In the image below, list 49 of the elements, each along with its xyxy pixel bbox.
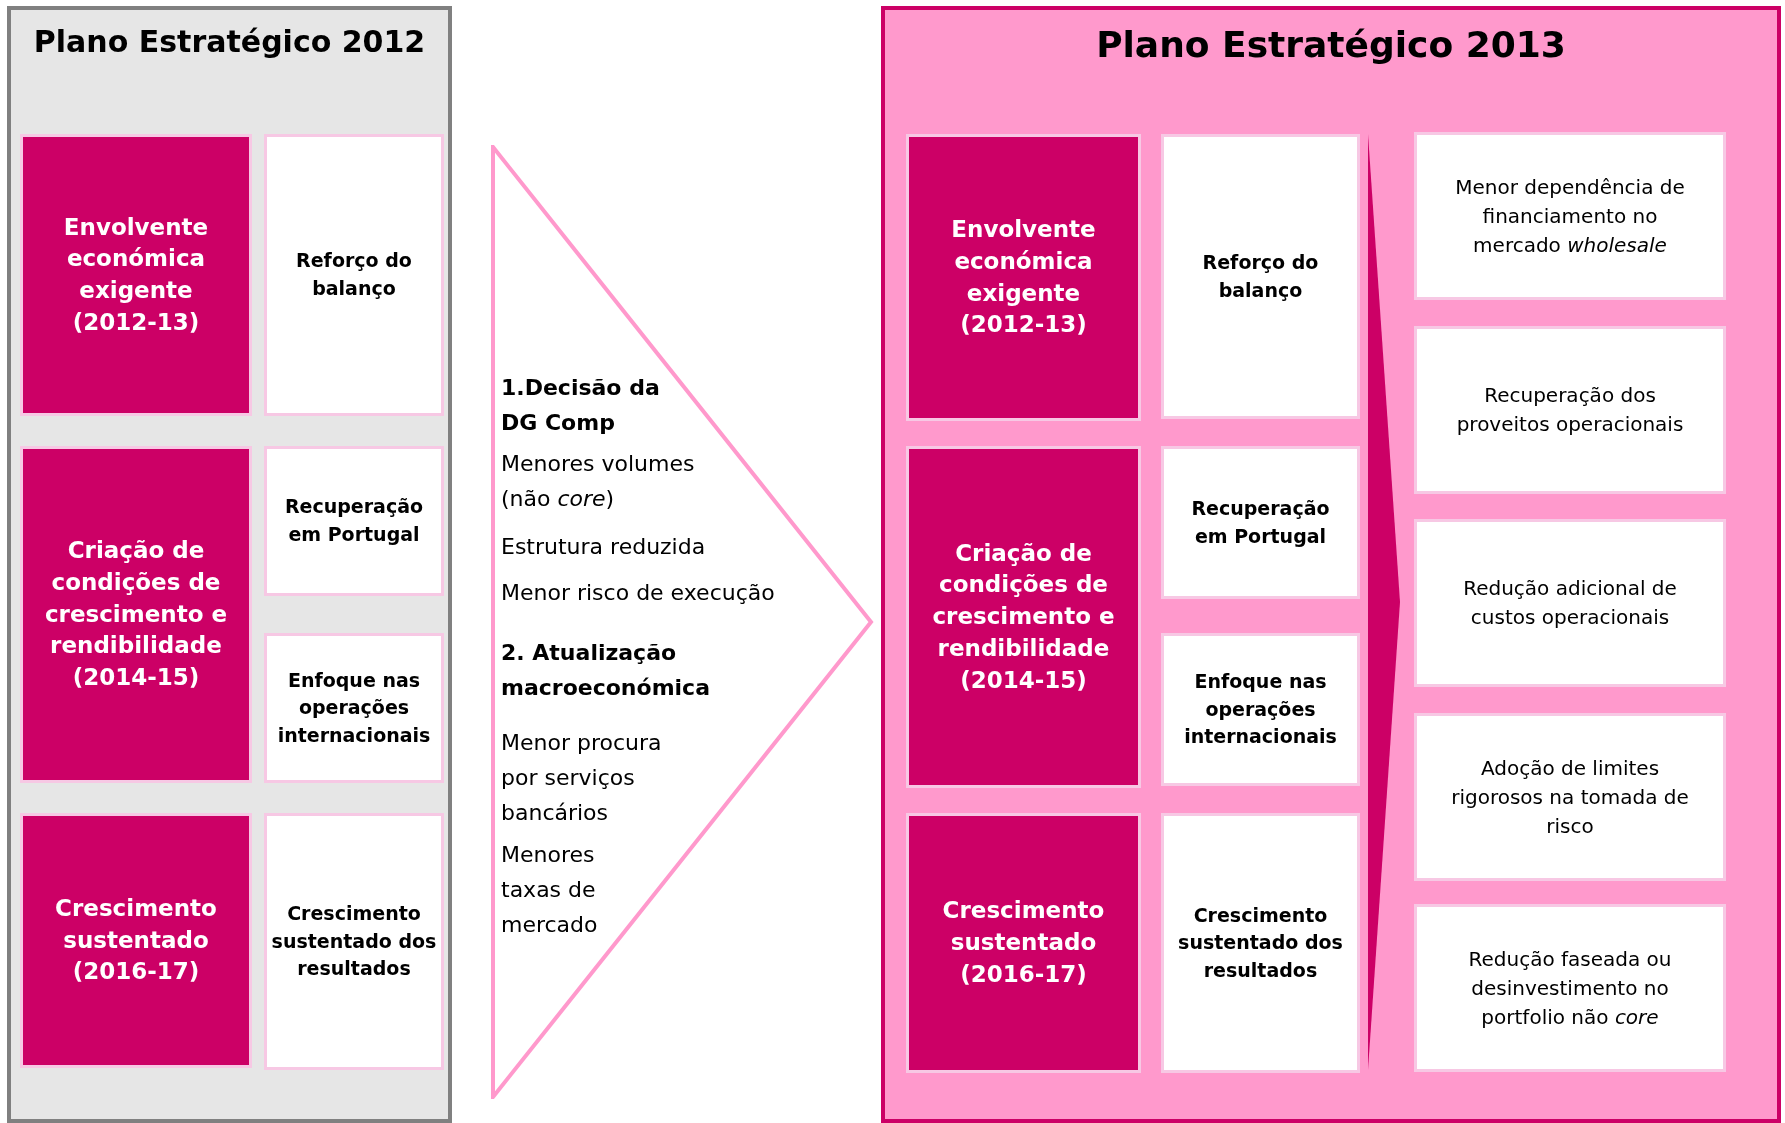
- note-text: Menor risco de execução: [501, 579, 776, 607]
- box-text: Redução adicional de custos operacionais: [1462, 575, 1678, 631]
- focus-box: [1161, 446, 1360, 599]
- box-text: Crescimento sustentado dos resultados: [270, 901, 438, 982]
- box-text: Adoção de limites rigorosos na tomada de risco: [1450, 754, 1690, 840]
- plan-panel: [7, 6, 452, 1123]
- phase-box: [906, 134, 1141, 421]
- panel-heading: Plano Estratégico 2013: [1095, 24, 1567, 65]
- box-text: Reforço do balanço: [295, 248, 413, 301]
- plan-panel: [881, 6, 1781, 1123]
- priority-box: [1414, 326, 1726, 494]
- phase-box: [906, 446, 1141, 788]
- phase-box: [20, 813, 252, 1068]
- box-text: Recuperação em Portugal: [283, 494, 425, 547]
- focus-box: [264, 813, 444, 1070]
- box-text: Reforço do balanço: [1201, 249, 1320, 303]
- panel-heading: Plano Estratégico 2012: [32, 24, 427, 59]
- focus-box: [1161, 134, 1360, 419]
- box-text: Crescimento sustentado dos resultados: [1177, 902, 1344, 983]
- box-text: Criação de condições de crescimento e rendibilidade (2014-15): [931, 538, 1116, 695]
- priority-box: [1414, 519, 1726, 687]
- phase-box: [20, 446, 252, 783]
- phase-box: [20, 134, 252, 416]
- box-text: Crescimento sustentado (2016-17): [941, 896, 1106, 989]
- box-text: Menor dependência de financiamento no mercado wholesale: [1454, 173, 1686, 259]
- priority-box: [1414, 132, 1726, 300]
- focus-box: [264, 446, 444, 596]
- box-text: Recuperação em Portugal: [1190, 495, 1331, 549]
- note-text: Menores taxas de mercado: [501, 841, 599, 939]
- box-text: Envolvente económica exigente (2012-13): [62, 212, 210, 337]
- box-text: Criação de condições de crescimento e rendibilidade (2014-15): [43, 536, 229, 693]
- note-text: Estrutura reduzida: [501, 533, 707, 561]
- box-text: Recuperação dos proveitos operacionais: [1455, 382, 1685, 438]
- note-text: Menor procura por serviços bancários: [501, 729, 663, 827]
- priority-box: [1414, 713, 1726, 881]
- priority-box: [1414, 904, 1726, 1072]
- section-heading: 1.Decisão da DG Comp: [501, 374, 661, 437]
- focus-box: [264, 633, 444, 783]
- box-text: Redução faseada ou desinvestimento no portfolio não core: [1467, 945, 1673, 1031]
- box-text: Enfoque nas operações internacionais: [276, 667, 432, 748]
- phase-box: [906, 813, 1141, 1073]
- focus-box: [264, 134, 444, 416]
- focus-box: [1161, 813, 1360, 1073]
- box-text: Crescimento sustentado (2016-17): [54, 893, 218, 987]
- section-heading: 2. Atualização macroeconómica: [501, 639, 711, 702]
- box-text: Envolvente económica exigente (2012-13): [950, 215, 1097, 340]
- box-text: Enfoque nas operações internacionais: [1183, 669, 1338, 750]
- focus-box: [1161, 633, 1360, 786]
- note-text: Menores volumes (não core): [501, 450, 696, 513]
